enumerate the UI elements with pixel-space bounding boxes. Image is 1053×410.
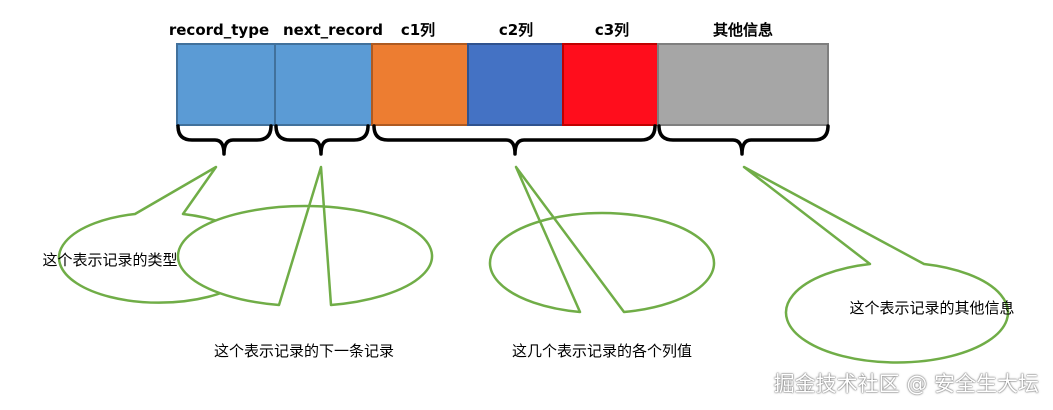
callout-text-column-values: 这几个表示记录的各个列值 bbox=[512, 342, 692, 360]
callout-text-next-record: 这个表示记录的下一条记录 bbox=[214, 342, 394, 360]
field-label-next-record: next_record bbox=[283, 21, 383, 39]
brace-other-info bbox=[657, 124, 830, 156]
field-box-next-record bbox=[274, 43, 373, 126]
watermark: 掘金技术社区 @ 安全生大坛 bbox=[773, 372, 1039, 396]
callout-bubble-next-record bbox=[176, 165, 434, 307]
field-label-c1: c1列 bbox=[401, 21, 435, 39]
field-box-c3 bbox=[562, 43, 659, 126]
callout-bubble-other-info bbox=[742, 165, 1010, 364]
brace-column-values bbox=[372, 124, 657, 156]
field-label-c3: c3列 bbox=[595, 21, 629, 39]
brace-next-record bbox=[274, 124, 370, 156]
field-box-record-type bbox=[176, 43, 276, 126]
field-box-c1 bbox=[371, 43, 469, 126]
field-label-other-info: 其他信息 bbox=[713, 21, 773, 39]
callout-text-other-info: 这个表示记录的其他信息 bbox=[849, 299, 1014, 317]
callout-bubble-column-values bbox=[488, 165, 716, 314]
field-label-record-type: record_type bbox=[169, 21, 269, 39]
brace-record-type bbox=[176, 124, 273, 156]
callout-text-record-type: 这个表示记录的类型 bbox=[42, 251, 177, 269]
field-box-other-info bbox=[657, 43, 829, 126]
field-label-c2: c2列 bbox=[499, 21, 533, 39]
field-box-c2 bbox=[467, 43, 564, 126]
